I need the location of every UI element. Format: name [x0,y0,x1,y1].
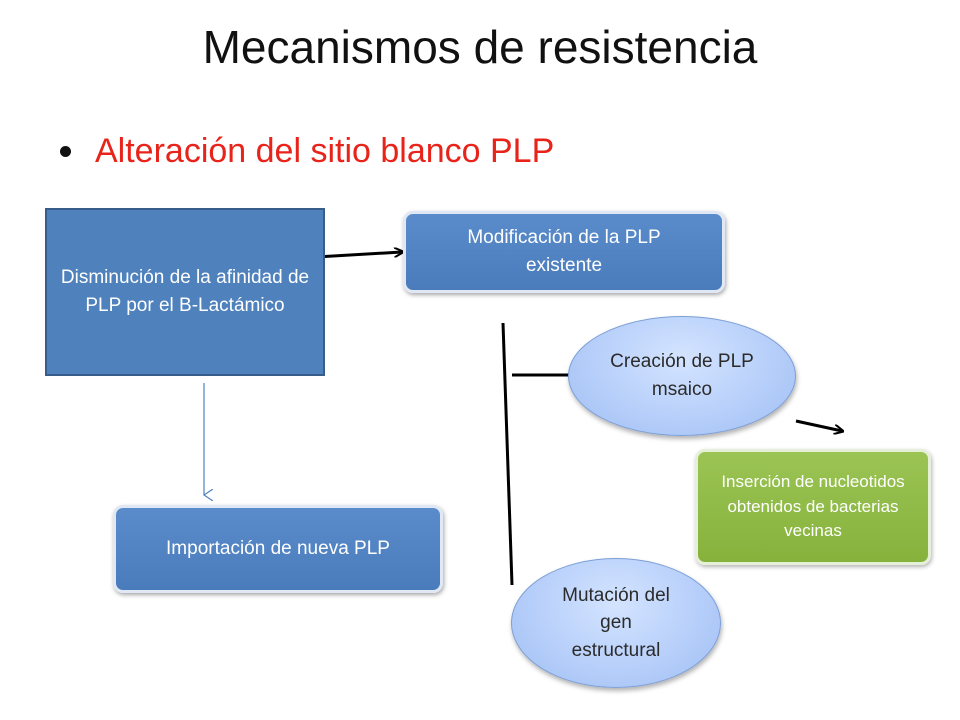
bullet-text: Alteración del sitio blanco PLP [95,132,555,170]
node-creacion-label: Creación de PLP msaico [610,351,754,400]
node-insercion-label: Inserción de nucleotidos obtenidos de ba… [721,472,905,541]
node-mutacion-label: Mutación del gen estructural [562,584,670,661]
node-insercion-nucleotidos: Inserción de nucleotidos obtenidos de ba… [695,449,931,565]
edge-creacion-to-insercion [795,419,842,431]
node-modificacion-label: Modificación de la PLP existente [467,227,661,276]
node-mutacion-gen: Mutación del gen estructural [511,558,721,688]
edge-vertical-branch [501,322,514,586]
bullet-item: Alteración del sitio blanco PLP [60,132,554,171]
bullet-dot-icon [60,146,71,157]
slide-title: Mecanismos de resistencia [202,21,758,73]
node-importacion-label: Importación de nueva PLP [166,538,390,560]
node-disminucion-afinidad: Disminución de la afinidad de PLP por el… [45,208,325,376]
node-importacion-plp: Importación de nueva PLP [113,505,443,593]
node-modificacion-plp: Modificación de la PLP existente [403,211,725,293]
node-disminucion-label: Disminución de la afinidad de PLP por el… [60,267,310,316]
node-creacion-mosaico: Creación de PLP msaico [568,316,796,436]
edge-main-to-modificacion [315,252,402,259]
